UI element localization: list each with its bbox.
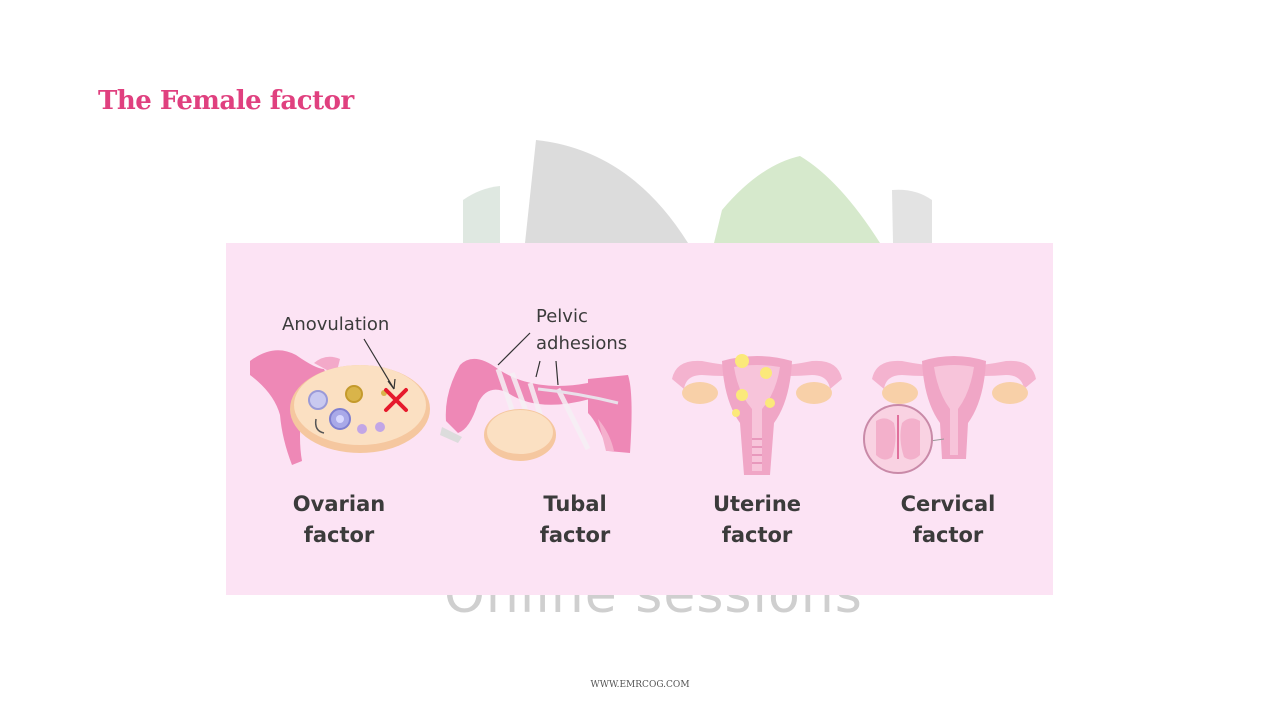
ovary-anovulation-icon <box>250 338 430 465</box>
factors-panel: Anovulation Ovarian factor Pelvic ad <box>226 243 1053 595</box>
factor-label-cervical: Cervical factor <box>900 492 996 547</box>
factor-label-uterine: Uterine factor <box>712 492 802 547</box>
uterus-cervix-detail-icon <box>863 356 1036 474</box>
uterus-fibroids-icon <box>672 354 842 475</box>
factor-label-ovarian: Ovarian factor <box>292 492 386 547</box>
factor-label-tubal: Tubal factor <box>539 492 611 547</box>
factor-cervical: Cervical factor <box>846 243 1046 595</box>
tube-adhesions-icon <box>440 332 632 461</box>
annotation-pelvic-adhesions: Pelvic adhesions <box>536 306 628 354</box>
factor-uterine: Uterine factor <box>662 243 852 595</box>
annotation-anovulation: Anovulation <box>282 314 390 335</box>
footer-url: WWW.EMRCOG.COM <box>590 680 690 690</box>
factor-tubal: Pelvic adhesions Tubal factor <box>438 243 650 595</box>
slide-title: The Female factor <box>98 86 354 116</box>
factor-ovarian: Anovulation Ovarian factor <box>244 243 434 595</box>
